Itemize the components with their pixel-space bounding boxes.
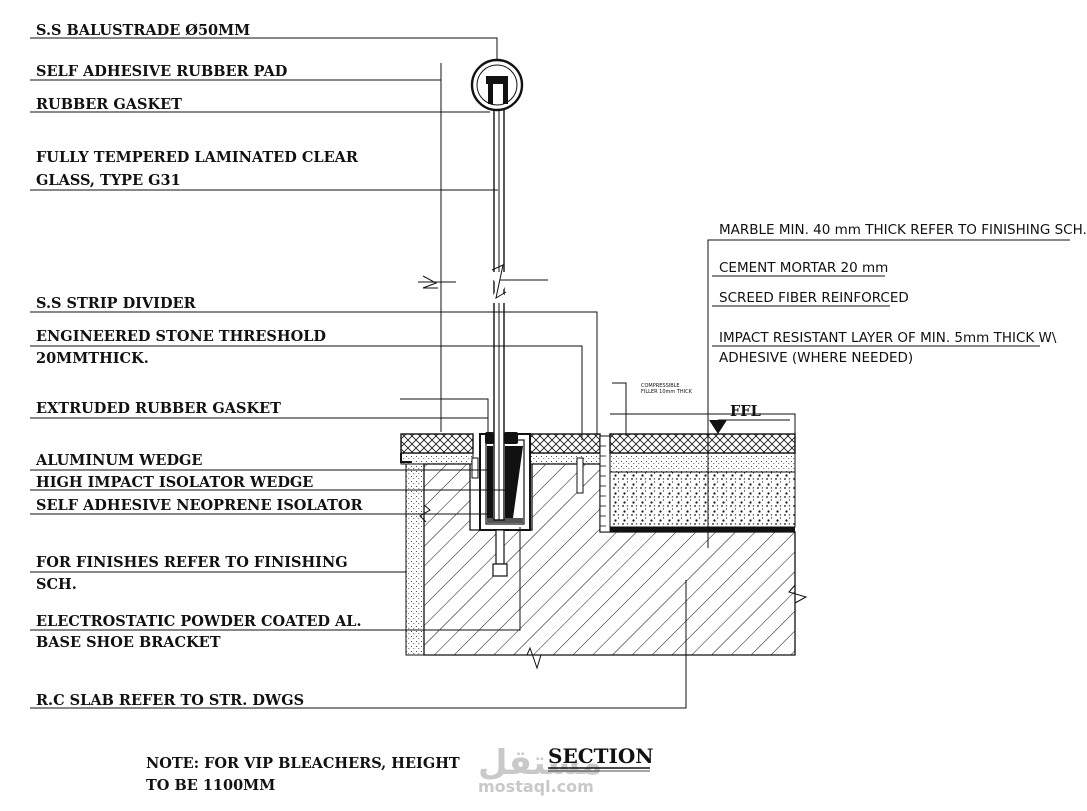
impact-layer	[610, 527, 795, 532]
plaster-finish	[405, 463, 425, 656]
left-label-text: S.S BALUSTRADE Ø50MM SELF ADHESIVE RUBBE…	[35, 22, 363, 709]
label-base-shoe-1: ELECTROSTATIC POWDER COATED AL.	[36, 613, 362, 630]
label-finishes-2: SCH.	[36, 576, 77, 593]
filler-note-2: FILLER 10mm THICK	[641, 389, 693, 395]
label-extruded-rubber-gasket: EXTRUDED RUBBER GASKET	[36, 400, 281, 417]
ffl-label: FFL	[730, 403, 761, 420]
right-leaders	[612, 239, 1070, 548]
compressible-filler	[599, 435, 611, 533]
label-isolator-wedge: HIGH IMPACT ISOLATOR WEDGE	[36, 474, 313, 491]
label-marble: MARBLE MIN. 40 mm THICK REFER TO FINISHI…	[719, 222, 1087, 238]
label-stone-threshold-2: 20MMTHICK.	[36, 350, 149, 367]
left-leaders	[30, 37, 687, 709]
label-cement-mortar: CEMENT MORTAR 20 mm	[719, 260, 888, 276]
label-self-adhesive-rubber-pad: SELF ADHESIVE RUBBER PAD	[36, 63, 287, 80]
stone-threshold	[400, 433, 474, 454]
label-screed: SCREED FIBER REINFORCED	[719, 290, 909, 306]
label-finishes-1: FOR FINISHES REFER TO FINISHING	[36, 554, 348, 571]
label-rubber-gasket: RUBBER GASKET	[36, 96, 182, 113]
label-ss-strip-divider: S.S STRIP DIVIDER	[36, 295, 197, 312]
rubber-pad	[486, 76, 508, 84]
section-title: SECTION	[548, 744, 654, 768]
aluminum-wedge	[487, 446, 493, 518]
label-neoprene-isolator: SELF ADHESIVE NEOPRENE ISOLATOR	[36, 497, 363, 514]
marble-layer	[609, 433, 796, 454]
ss-balustrade-tube	[470, 58, 524, 112]
watermark-latin: mostaql.com	[478, 777, 594, 796]
label-laminated-glass-1: FULLY TEMPERED LAMINATED CLEAR	[36, 149, 359, 166]
label-laminated-glass-2: GLASS, TYPE G31	[36, 172, 181, 189]
watermark-arabic: مستقل	[478, 743, 602, 783]
label-aluminum-wedge: ALUMINUM WEDGE	[35, 452, 202, 469]
right-label-text: MARBLE MIN. 40 mm THICK REFER TO FINISHI…	[719, 222, 1087, 366]
label-stone-threshold-1: ENGINEERED STONE THRESHOLD	[36, 328, 326, 345]
label-base-shoe-2: BASE SHOE BRACKET	[36, 634, 221, 651]
label-rc-slab: R.C SLAB REFER TO STR. DWGS	[36, 692, 304, 709]
note-line-2: TO BE 1100MM	[146, 777, 275, 794]
ffl-marker	[709, 420, 727, 434]
isolator-wedge	[505, 446, 523, 518]
cement-mortar-layer	[609, 452, 796, 473]
filler-ticks	[600, 445, 606, 527]
label-impact-layer-2: ADHESIVE (WHERE NEEDED)	[719, 350, 913, 366]
note-line-1: NOTE: FOR VIP BLEACHERS, HEIGHT	[146, 755, 460, 772]
extruded-rubber-gasket	[485, 432, 494, 444]
label-impact-layer-1: IMPACT RESISTANT LAYER OF MIN. 5mm THICK…	[719, 330, 1057, 346]
filler-note-1: COMPRESSIBLE	[641, 383, 680, 389]
screed-layer	[609, 471, 796, 528]
label-ss-balustrade: S.S BALUSTRADE Ø50MM	[36, 22, 250, 39]
